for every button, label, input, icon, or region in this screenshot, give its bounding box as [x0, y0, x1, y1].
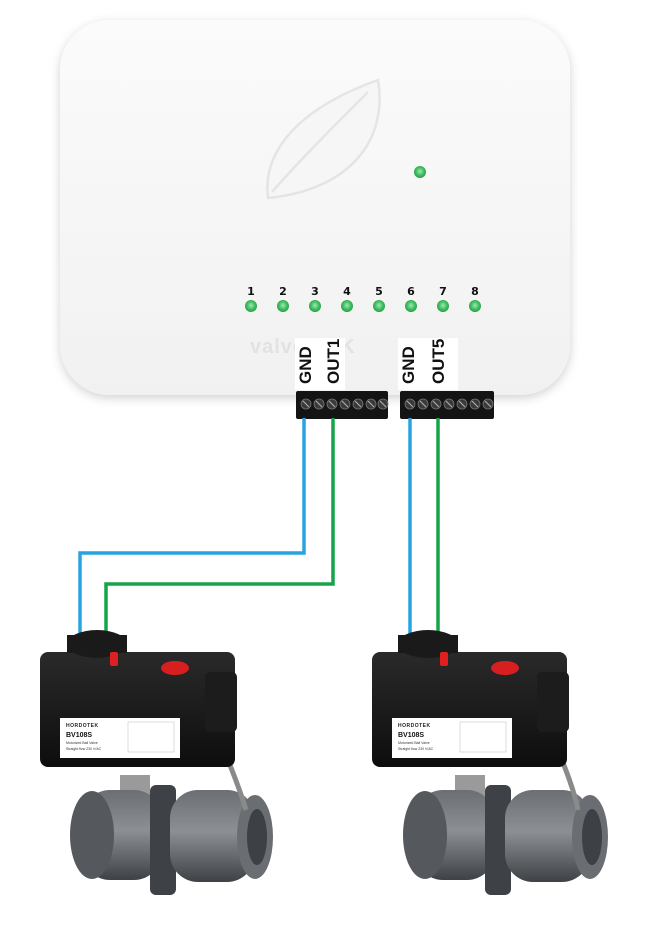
channel-led-3	[309, 300, 321, 312]
wire-label-gnd-1: GND	[296, 346, 315, 384]
channel-led-5	[373, 300, 385, 312]
label-backdrop-left	[295, 338, 345, 390]
valve-body-2	[403, 775, 608, 895]
leaf-logo-icon	[266, 78, 381, 200]
channel-numbers: 1 2 3 4 5 6 7 8	[247, 285, 479, 298]
channel-led-7	[437, 300, 449, 312]
channel-led-6	[405, 300, 417, 312]
wire-label-out1: OUT1	[324, 339, 343, 384]
actuator-2: HORDOTEK BV108S Motorized Ball Valve Str…	[372, 630, 569, 767]
terminal-block-right	[400, 391, 494, 419]
channel-led-2	[277, 300, 289, 312]
channel-number-8: 8	[471, 285, 479, 298]
channel-led-4	[341, 300, 353, 312]
status-led	[414, 166, 426, 178]
manual-override-knob-1	[161, 661, 189, 675]
valve-brand-1: HORDOTEK	[66, 723, 99, 729]
position-indicator-2	[440, 652, 448, 666]
valve-spec-2b: Straight flow 230 V/AC	[398, 747, 434, 751]
manual-override-knob-2	[491, 661, 519, 675]
controller-unit: 1 2 3 4 5 6 7 8 valveLINK	[60, 20, 570, 395]
channel-number-6: 6	[407, 285, 415, 298]
valve-model-2: BV108S	[398, 732, 424, 739]
valve-1: HORDOTEK BV108S Motorized Ball Valve Str…	[40, 630, 273, 895]
valve-spec-1b: Straight flow 230 V/AC	[66, 747, 102, 751]
channel-led-1	[245, 300, 257, 312]
actuator-1: HORDOTEK BV108S Motorized Ball Valve Str…	[40, 630, 237, 767]
valve-2: HORDOTEK BV108S Motorized Ball Valve Str…	[372, 630, 608, 895]
gnd-wire-1	[78, 418, 306, 640]
valve-spec-1a: Motorized Ball Valve	[66, 741, 98, 745]
terminal-block-left	[296, 391, 389, 419]
label-backdrop-right	[398, 338, 458, 390]
wire-label-gnd-2: GND	[399, 346, 418, 384]
valve-spec-2a: Motorized Ball Valve	[398, 741, 430, 745]
valve-brand-2: HORDOTEK	[398, 723, 431, 729]
channel-number-4: 4	[343, 285, 351, 298]
out-wire-1	[104, 418, 335, 640]
channel-led-8	[469, 300, 481, 312]
channel-number-2: 2	[279, 285, 287, 298]
wire-label-out5: OUT5	[429, 339, 448, 384]
valve-body-1	[70, 775, 273, 895]
channel-leds	[245, 300, 481, 312]
channel-number-7: 7	[439, 285, 447, 298]
valve-model-1: BV108S	[66, 732, 92, 739]
channel-number-1: 1	[247, 285, 255, 298]
channel-number-3: 3	[311, 285, 319, 298]
channel-number-5: 5	[375, 285, 383, 298]
position-indicator-1	[110, 652, 118, 666]
